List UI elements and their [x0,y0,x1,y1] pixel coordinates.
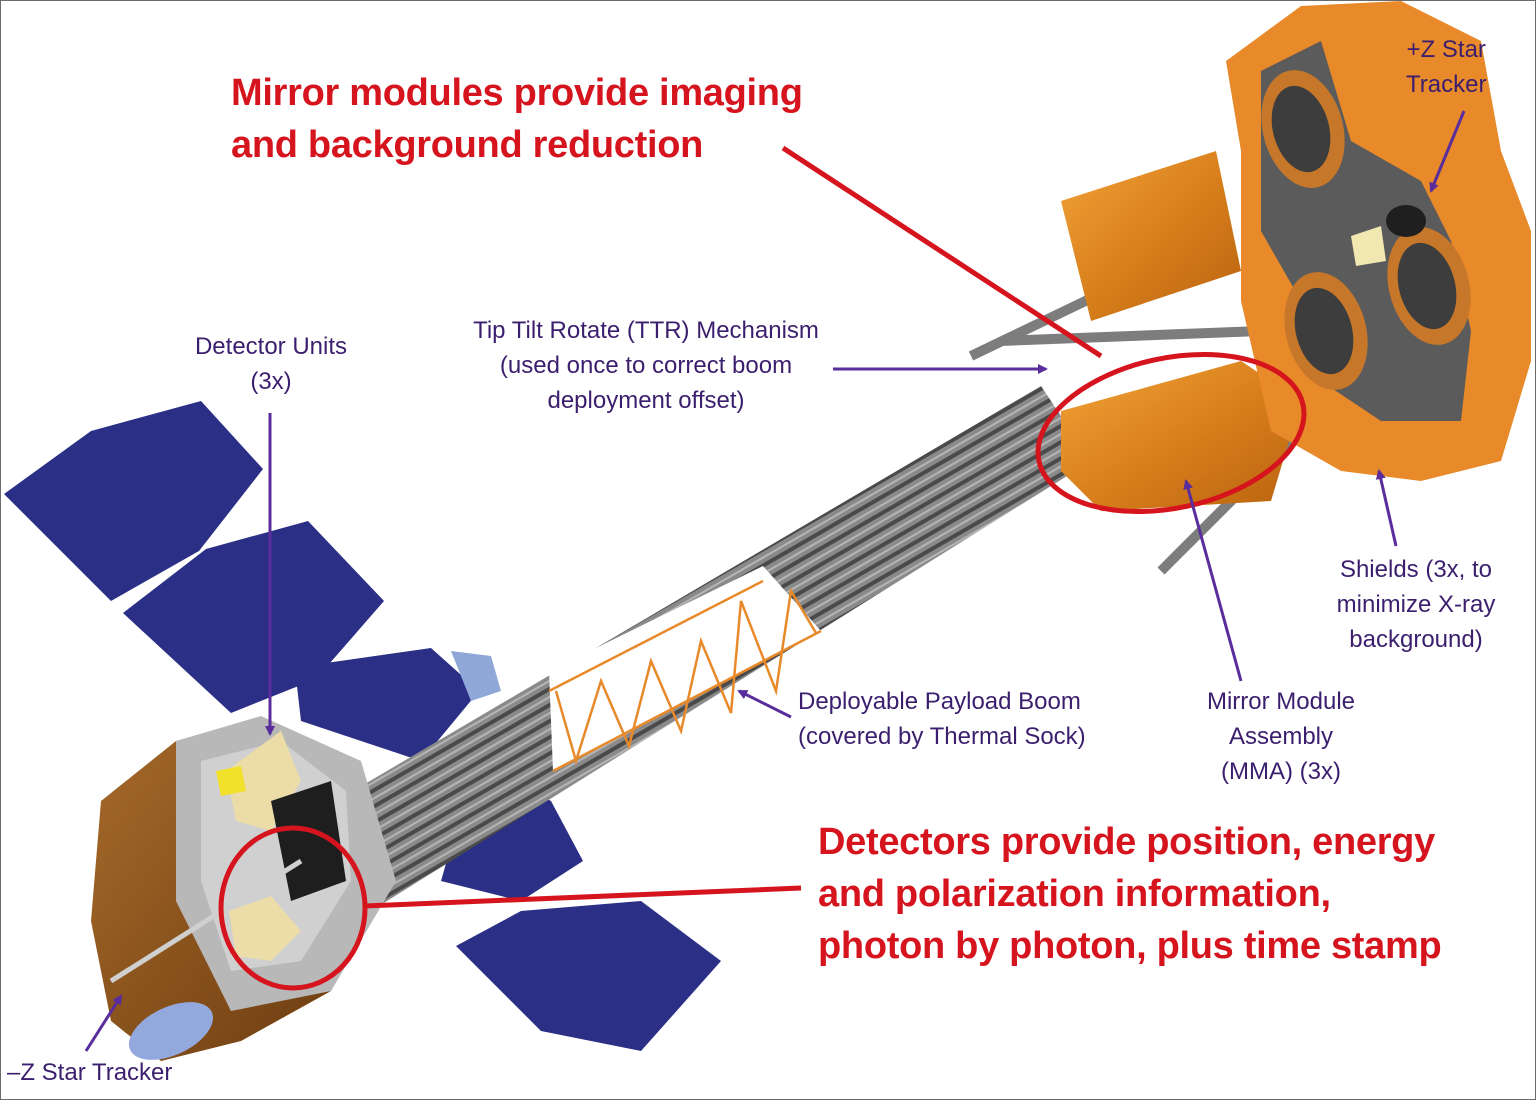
label-line: Mirror Module [1206,688,1356,715]
detector-units-label: Detector Units (3x) [171,329,371,399]
label-line: +Z Star [1406,36,1486,63]
label-line: Tracker [1406,71,1487,98]
label-line: Shields (3x, to [1339,556,1493,583]
detectors-callout-line2: and polarization information, [818,873,1331,915]
label-line: Deployable Payload Boom [798,688,1081,715]
label-line: –Z Star Tracker [7,1059,173,1086]
minus-z-star-tracker-label: –Z Star Tracker [7,1055,172,1090]
mirror-callout: Mirror modules provide imaging and backg… [231,67,803,171]
detectors-callout: Detectors provide position, energy and p… [818,816,1442,972]
label-line: Detector Units [194,333,348,360]
label-line: (MMA) (3x) [1221,758,1341,785]
mirror-callout-line1: Mirror modules provide imaging [231,72,803,114]
label-line: (covered by Thermal Sock) [798,723,1086,750]
detector-highlight-ellipse [218,825,368,991]
label-line: (used once to correct boom [499,352,793,379]
label-line: Assembly [1228,723,1334,750]
label-line: Tip Tilt Rotate (TTR) Mechanism [473,317,819,344]
label-line: (3x) [250,368,292,395]
mirror-module-assembly [968,1,1531,575]
payload-boom-label: Deployable Payload Boom (covered by Ther… [798,684,1086,754]
spacecraft-bus [91,716,396,1061]
label-line: background) [1349,626,1483,653]
callout-pointers [218,145,1307,991]
mma-highlight-ellipse [1035,351,1307,515]
ttr-mechanism-label: Tip Tilt Rotate (TTR) Mechanism (used on… [451,313,841,418]
label-line: minimize X-ray [1336,591,1496,618]
detectors-callout-line3: photon by photon, plus time stamp [818,925,1442,967]
shields-label: Shields (3x, to minimize X-ray backgroun… [1321,552,1511,657]
mirror-callout-line2: and background reduction [231,124,704,166]
boom-truss [548,579,822,773]
label-line: deployment offset) [547,387,745,414]
label-arrows [84,110,1466,1052]
detectors-callout-line1: Detectors provide position, energy [818,821,1435,863]
mma-label: Mirror Module Assembly (MMA) (3x) [1181,684,1381,789]
plus-z-star-tracker-label: +Z Star Tracker [1406,32,1486,102]
solar-array [4,401,721,1051]
